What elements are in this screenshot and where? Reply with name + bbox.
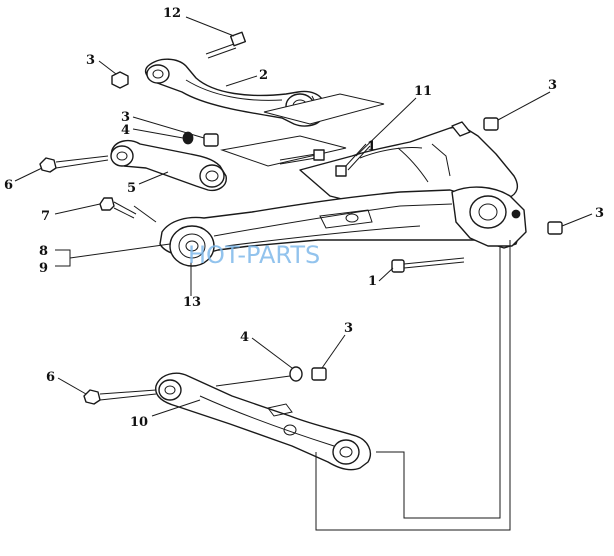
- bolt-part-11: [279, 149, 325, 165]
- hot-parts-watermark: HOT-PARTS: [188, 241, 320, 269]
- callout-1-lower: 1: [368, 274, 377, 289]
- callout-4-upper: 4: [121, 123, 130, 138]
- callout-3-right-top: 3: [548, 78, 557, 93]
- callout-12: 12: [163, 6, 181, 21]
- nut-part-3-right: [547, 221, 563, 235]
- callout-1-upper: 1: [367, 139, 376, 154]
- nut-part-3-lower: [311, 367, 327, 381]
- callout-3-lower: 3: [344, 321, 353, 336]
- bolt-part-7: [99, 197, 137, 219]
- inner-bushing-part-8-9-13: [169, 225, 215, 267]
- callout-8: 8: [39, 244, 48, 259]
- callout-5: 5: [127, 181, 136, 196]
- bolt-part-1-upper: [335, 143, 371, 177]
- bolt-part-6-upper: [39, 155, 109, 173]
- mounting-plate-upper: [220, 93, 385, 167]
- bolt-part-6-lower: [83, 389, 157, 405]
- callout-4-lower: 4: [240, 330, 249, 345]
- hub-carrier: [451, 186, 527, 247]
- callout-3-middle: 3: [121, 110, 130, 125]
- callout-10: 10: [130, 415, 148, 430]
- callout-3-right: 3: [595, 206, 604, 221]
- callout-3-upper-left: 3: [86, 53, 95, 68]
- nut-part-3-right-top: [483, 117, 499, 131]
- bushing-part-4-lower: [289, 366, 303, 382]
- callout-11: 11: [414, 84, 432, 99]
- callout-labels: 12 3 2 3 4 6 5 7 8 9 13 11 3 3 1 1 4 3 6…: [4, 6, 604, 430]
- assembly-guide-lines: [133, 205, 511, 531]
- middle-link-part-5: [110, 139, 227, 192]
- callout-13: 13: [183, 295, 201, 310]
- callout-9: 9: [39, 261, 48, 276]
- callout-6-upper: 6: [4, 178, 13, 193]
- nut-part-3-upper-left: [111, 71, 129, 89]
- lower-link-part-10: [155, 372, 372, 471]
- nut-part-3-middle: [203, 133, 219, 147]
- callout-leaders: [14, 16, 593, 417]
- bolt-part-1-lower: [391, 257, 465, 273]
- callout-7: 7: [41, 209, 50, 224]
- callout-6-lower: 6: [46, 370, 55, 385]
- callout-2: 2: [259, 68, 268, 83]
- upper-arm-bolt-part-12: [205, 31, 247, 59]
